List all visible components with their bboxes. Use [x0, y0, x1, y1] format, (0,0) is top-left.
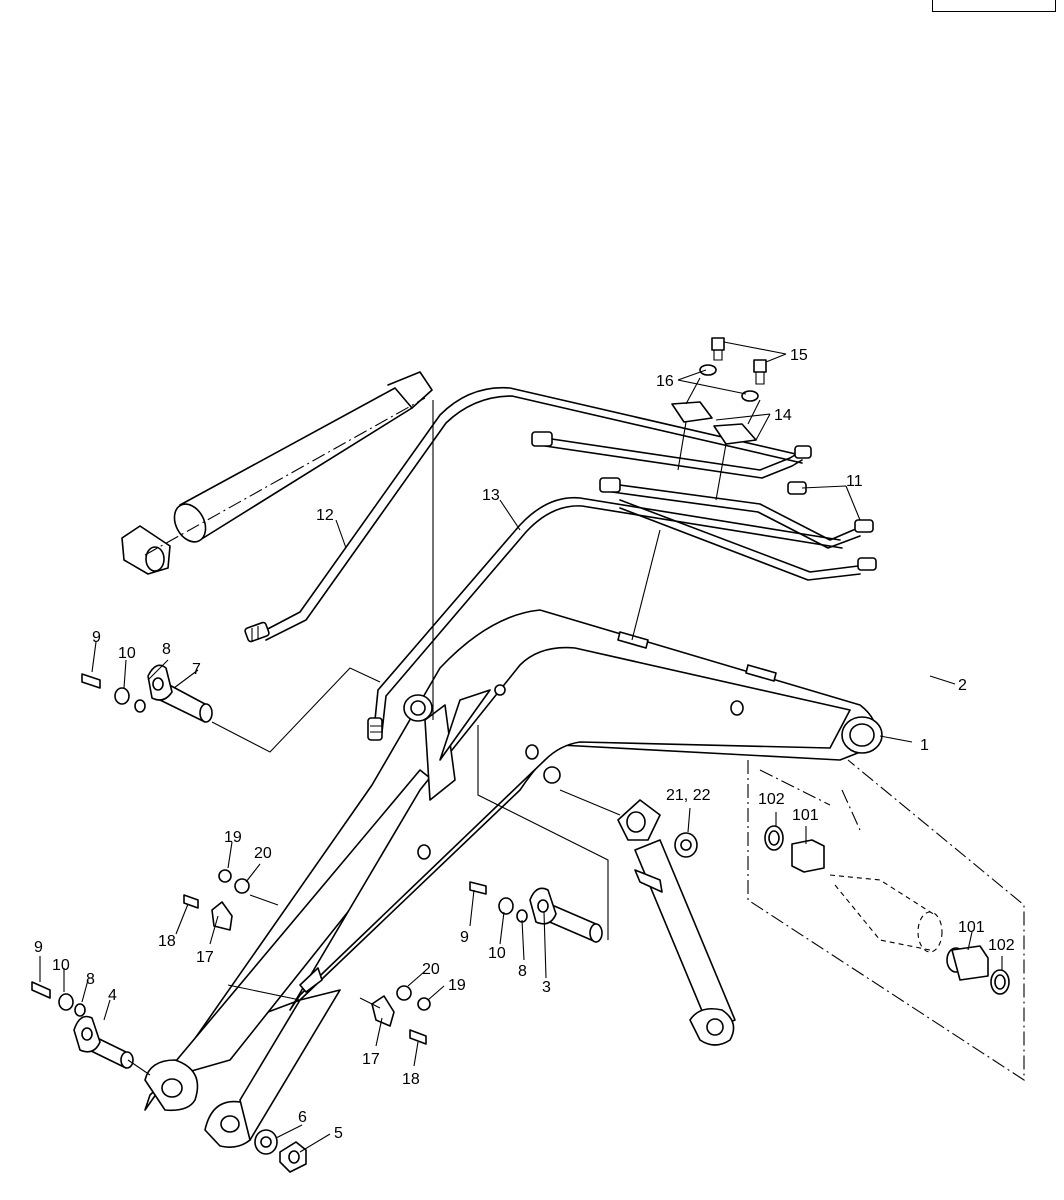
- callout-14: 14: [774, 407, 792, 424]
- callout-20b: 20: [422, 961, 440, 978]
- callout-9c: 9: [34, 939, 43, 956]
- callout-10b: 10: [488, 945, 506, 962]
- callout-8a: 8: [162, 641, 171, 658]
- callout-13: 13: [482, 487, 500, 504]
- callout-labels: 1 2 3 4 5 6 7 8 8 8 9 9 9 10 10 10 11 12…: [34, 347, 1015, 1142]
- callout-102b: 102: [988, 937, 1015, 954]
- boom-cylinder: [121, 371, 433, 575]
- callout-5: 5: [334, 1125, 343, 1142]
- callout-21-22: 21, 22: [666, 787, 711, 804]
- bushing-detail: [747, 759, 1025, 1082]
- callout-3: 3: [542, 979, 551, 996]
- callout-10c: 10: [52, 957, 70, 974]
- title-block-frame: [932, 0, 1056, 12]
- callout-1: 1: [920, 737, 929, 754]
- callout-6: 6: [298, 1109, 307, 1126]
- callout-19a: 19: [224, 829, 242, 846]
- callout-8c: 8: [86, 971, 95, 988]
- clamp-assembly: [671, 337, 767, 501]
- leader-lines: [127, 377, 761, 1076]
- hose-12: [244, 386, 803, 643]
- callout-10a: 10: [118, 645, 136, 662]
- callout-2: 2: [958, 677, 967, 694]
- callout-19b: 19: [448, 977, 466, 994]
- callout-7: 7: [192, 661, 201, 678]
- callout-leaders: [39, 341, 1003, 1153]
- callout-15: 15: [790, 347, 808, 364]
- pin-7: [147, 664, 213, 723]
- callout-18b: 18: [402, 1071, 420, 1088]
- callout-18a: 18: [158, 933, 176, 950]
- boom: [144, 609, 883, 1148]
- callout-101b: 101: [958, 919, 985, 936]
- callout-9b: 9: [460, 929, 469, 946]
- hose-13: [367, 496, 843, 741]
- washers-and-bolts: [31, 673, 698, 1173]
- callout-12: 12: [316, 507, 334, 524]
- callout-9a: 9: [92, 629, 101, 646]
- pin-3: [529, 887, 603, 943]
- callout-17b: 17: [362, 1051, 380, 1068]
- callout-102a: 102: [758, 791, 785, 808]
- callout-101a: 101: [792, 807, 819, 824]
- callout-8b: 8: [518, 963, 527, 980]
- arm-cylinder: [617, 799, 736, 1046]
- callout-11: 11: [846, 473, 863, 490]
- callout-4: 4: [108, 987, 117, 1004]
- pipes-11: [531, 431, 877, 581]
- pin-4: [73, 1015, 134, 1069]
- callout-16: 16: [656, 373, 674, 390]
- callout-20a: 20: [254, 845, 272, 862]
- callout-17a: 17: [196, 949, 214, 966]
